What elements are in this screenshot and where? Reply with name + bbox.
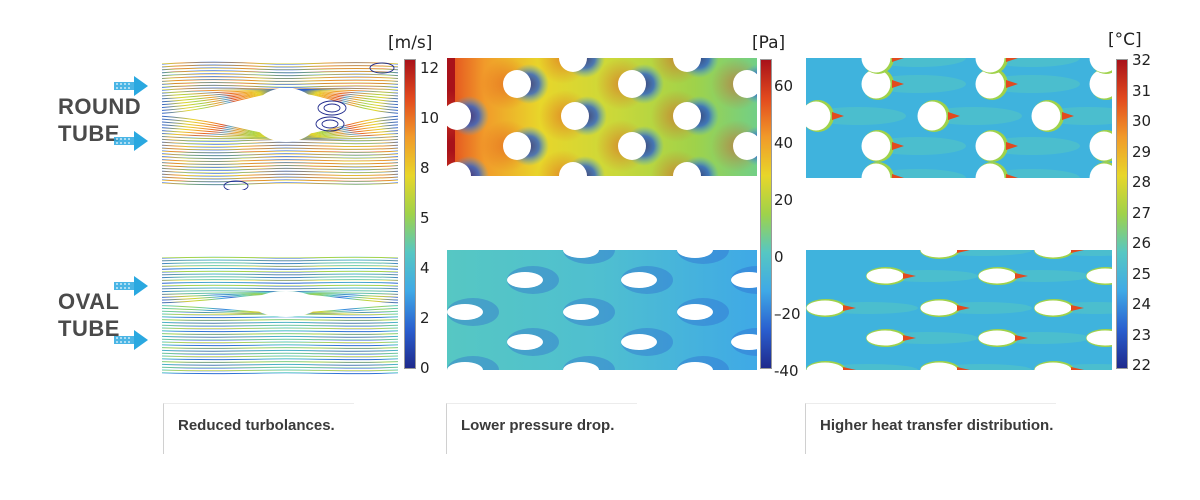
pressure-tick-label: -40 — [774, 362, 799, 380]
velocity-colorbar — [404, 59, 416, 369]
temperature-caption: Higher heat transfer distribution. — [820, 417, 1054, 434]
pressure-field-round — [447, 58, 757, 176]
oval-tube-label-line1: OVAL — [58, 289, 120, 314]
temperature-tick-label: 30 — [1132, 112, 1152, 130]
temperature-field-oval — [806, 250, 1112, 370]
velocity-tick-label: 8 — [420, 159, 430, 177]
temperature-unit-label: [°C] — [1108, 30, 1142, 50]
temperature-tick-label: 29 — [1132, 142, 1152, 161]
oval-tube-label-line2: TUBE — [58, 316, 120, 341]
velocity-tick-label: 12 — [420, 59, 440, 77]
velocity-tick-label: 0 — [420, 359, 430, 377]
temperature-tick-label: 26 — [1132, 234, 1152, 252]
velocity-tick-label: 4 — [420, 259, 430, 277]
temperature-tick-label: 28 — [1132, 173, 1152, 191]
temperature-tick-label: 22 — [1132, 356, 1152, 374]
pressure-tick-label: 60 — [774, 77, 794, 95]
pressure-tick-label: 0 — [774, 248, 784, 266]
flow-arrow-icon — [114, 276, 148, 296]
velocity-streamlines-oval — [162, 256, 398, 375]
pressure-unit-label: [Pa] — [752, 33, 786, 53]
round-tube-label: ROUND TUBE — [58, 93, 141, 147]
temperature-tick-label: 32 — [1132, 51, 1152, 69]
flow-arrow-icon — [114, 330, 148, 350]
temperature-tick-label: 31 — [1132, 81, 1152, 100]
velocity-unit-label: [m/s] — [388, 33, 433, 53]
temperature-tick-label: 23 — [1132, 325, 1152, 344]
velocity-tick-label: 5 — [420, 209, 430, 227]
round-tube-label-line2: TUBE — [58, 121, 120, 146]
pressure-tick-label: 20 — [774, 191, 794, 209]
pressure-tick-label: –20 — [774, 305, 801, 323]
velocity-tick-label: 10 — [420, 109, 440, 127]
velocity-caption: Reduced turbolances. — [178, 417, 335, 434]
velocity-streamlines-round — [162, 61, 398, 190]
flow-arrow-icon — [114, 131, 148, 151]
pressure-field-oval — [447, 250, 757, 370]
pressure-tick-label: 40 — [774, 134, 794, 152]
pressure-colorbar — [760, 59, 772, 369]
round-tube-label-line1: ROUND — [58, 94, 142, 119]
pressure-caption-box: Lower pressure drop. — [446, 403, 637, 454]
temperature-field-round — [806, 58, 1112, 178]
temperature-tick-label: 27 — [1132, 203, 1152, 222]
temperature-tick-label: 24 — [1132, 295, 1152, 313]
temperature-caption-box: Higher heat transfer distribution. — [805, 403, 1056, 454]
temperature-colorbar — [1116, 59, 1128, 369]
flow-arrow-icon — [114, 76, 148, 96]
velocity-tick-label: 2 — [420, 309, 430, 327]
pressure-caption: Lower pressure drop. — [461, 417, 615, 434]
velocity-caption-box: Reduced turbolances. — [163, 403, 354, 454]
oval-tube-label: OVAL TUBE — [58, 288, 120, 342]
temperature-tick-label: 25 — [1132, 264, 1152, 283]
